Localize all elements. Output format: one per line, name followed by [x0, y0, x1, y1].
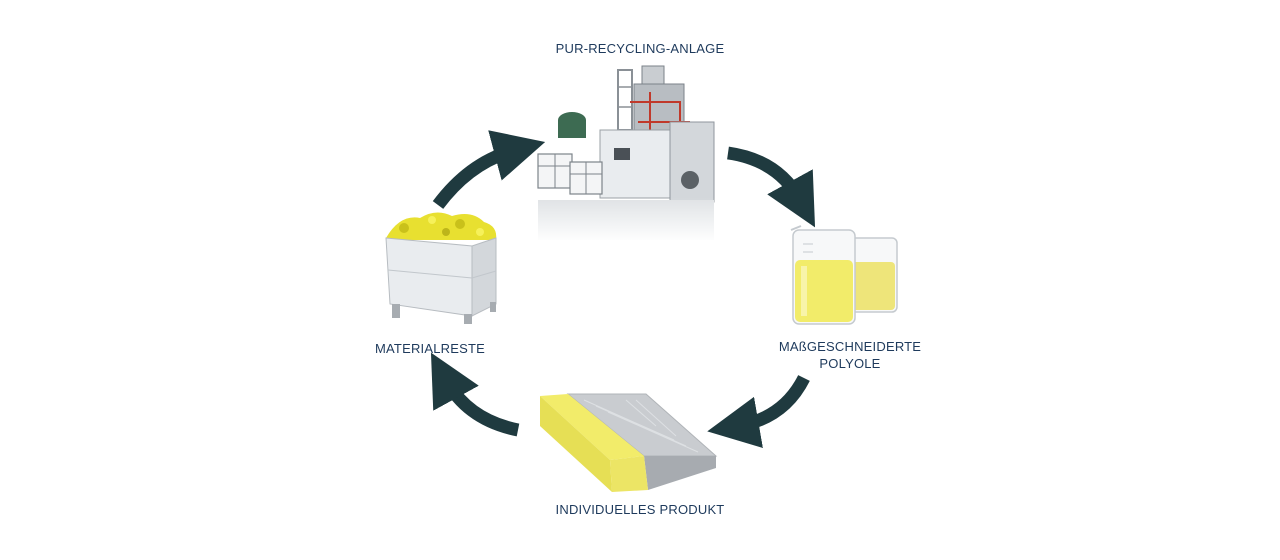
label-tailored-polyols: MAßGESCHNEIDERTE POLYOLE: [760, 338, 940, 372]
label-tailored-polyols-line1: MAßGESCHNEIDERTE: [778, 339, 922, 354]
arrow-scraps-to-plant: [432, 130, 546, 209]
label-tailored-polyols-line2: POLYOLE: [819, 356, 881, 371]
arrow-product-to-scraps: [430, 352, 520, 437]
arrow-polyols-to-product: [707, 374, 810, 449]
polyol-beakers-illustration: [790, 225, 898, 325]
material-scraps-container-illustration: [385, 212, 497, 324]
recycling-plant-illustration: [530, 65, 740, 242]
mattress-product-illustration: [540, 393, 718, 492]
label-material-scraps: MATERIALRESTE: [375, 341, 485, 356]
arrow-plant-to-polyols: [726, 146, 816, 228]
label-individual-product: INDIVIDUELLES PRODUKT: [555, 502, 725, 517]
label-recycling-plant: PUR-RECYCLING-ANLAGE: [555, 41, 725, 56]
